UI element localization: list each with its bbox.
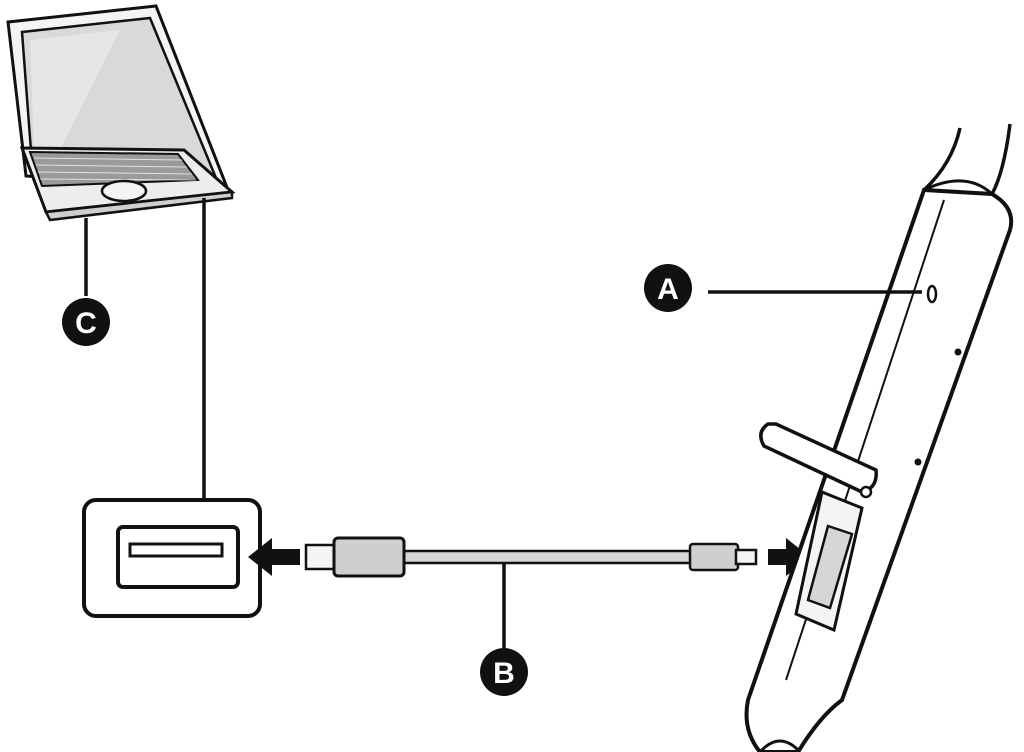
callout-a: A (644, 264, 692, 312)
laptop-computer (6, 4, 236, 222)
insert-arrow-right (768, 538, 810, 576)
neckband-headset (744, 123, 1014, 752)
laptop-keyboard (28, 150, 200, 188)
callout-a-label: A (657, 273, 679, 306)
insert-arrow-left (248, 538, 300, 576)
callout-c: C (62, 298, 110, 346)
callout-b: B (480, 648, 528, 696)
usb-cable (304, 536, 758, 578)
neckband-body (744, 187, 1014, 752)
micro-usb-plug-tip (734, 548, 758, 566)
usb-a-plug-tip (304, 543, 338, 571)
usb-port-closeup (82, 498, 262, 618)
callout-c-label: C (75, 307, 97, 340)
usb-a-plug (332, 536, 406, 578)
micro-usb-plug (688, 542, 740, 572)
laptop-touchpad (100, 179, 148, 203)
indicator-light (926, 284, 938, 304)
callout-b-label: B (493, 657, 515, 690)
